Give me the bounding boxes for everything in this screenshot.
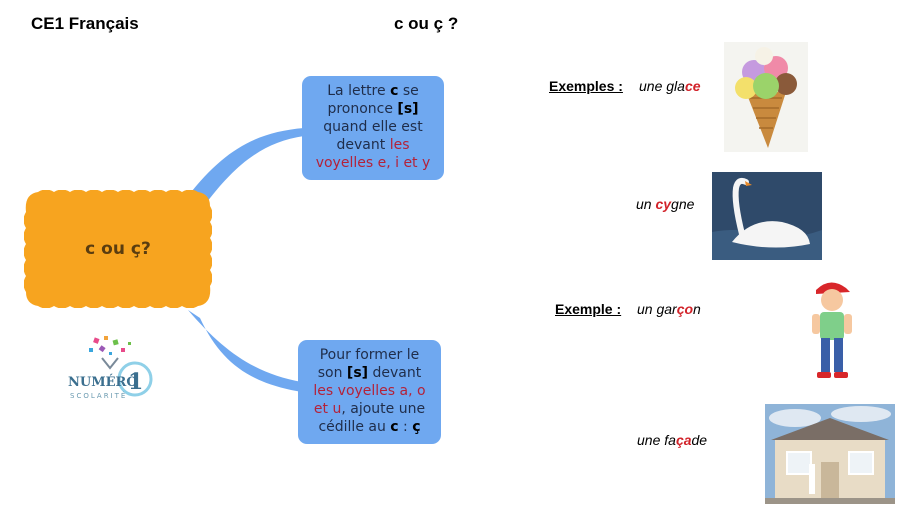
example-label: Exemple :	[555, 301, 622, 317]
boy-image	[806, 276, 854, 382]
document-title: CE1 Français	[31, 14, 139, 33]
bubble-bottom-line-1: Pour former le	[319, 347, 420, 363]
bubble-top-line-5: voyelles e, i et y	[315, 155, 431, 171]
example-glace: une glace	[639, 78, 701, 94]
central-node-shape	[23, 189, 213, 309]
bubble-top-line-3: quand elle est	[323, 119, 423, 135]
logo-wordmark: NUMÉRO	[68, 374, 138, 390]
rule-bubble-bottom: Pour former le son [s] devant les voyell…	[298, 340, 441, 444]
bubble-top-line-4: devant les	[336, 137, 410, 153]
central-node-label: c ou ç?	[85, 239, 151, 259]
example-facade: une façade	[637, 432, 708, 448]
facade-image	[765, 404, 895, 504]
logo-digit: 1	[128, 369, 143, 395]
connector-bottom	[188, 310, 302, 392]
logo-graphic: NUMÉRO 1 SCOLARITÉ	[68, 336, 153, 400]
central-node: c ou ç?	[23, 189, 213, 309]
example-cygne: un cygne	[636, 196, 695, 212]
bubble-top-line-1: La lettre c se	[327, 83, 419, 99]
bubble-bottom-line-4: et u, ajoute une	[313, 401, 426, 417]
swan-image	[712, 172, 822, 260]
bubble-bottom-line-3: les voyelles a, o	[313, 383, 426, 399]
examples-label: Exemples :	[549, 78, 623, 94]
bubble-bottom-line-2: son [s] devant	[317, 365, 422, 381]
bubble-bottom-line-5: cédille au c : ç	[318, 419, 421, 435]
ice-cream-image	[724, 42, 808, 152]
lesson-title: c ou ç ?	[394, 14, 459, 33]
numero1-logo: NUMÉRO 1 SCOLARITÉ	[60, 334, 156, 406]
connector-top	[188, 128, 304, 206]
logo-subtitle: SCOLARITÉ	[70, 391, 127, 400]
bubble-top-line-2: prononce [s]	[327, 101, 419, 117]
rule-bubble-top: La lettre c se prononce [s] quand elle e…	[302, 76, 444, 180]
example-garcon: un garçon	[637, 301, 701, 317]
